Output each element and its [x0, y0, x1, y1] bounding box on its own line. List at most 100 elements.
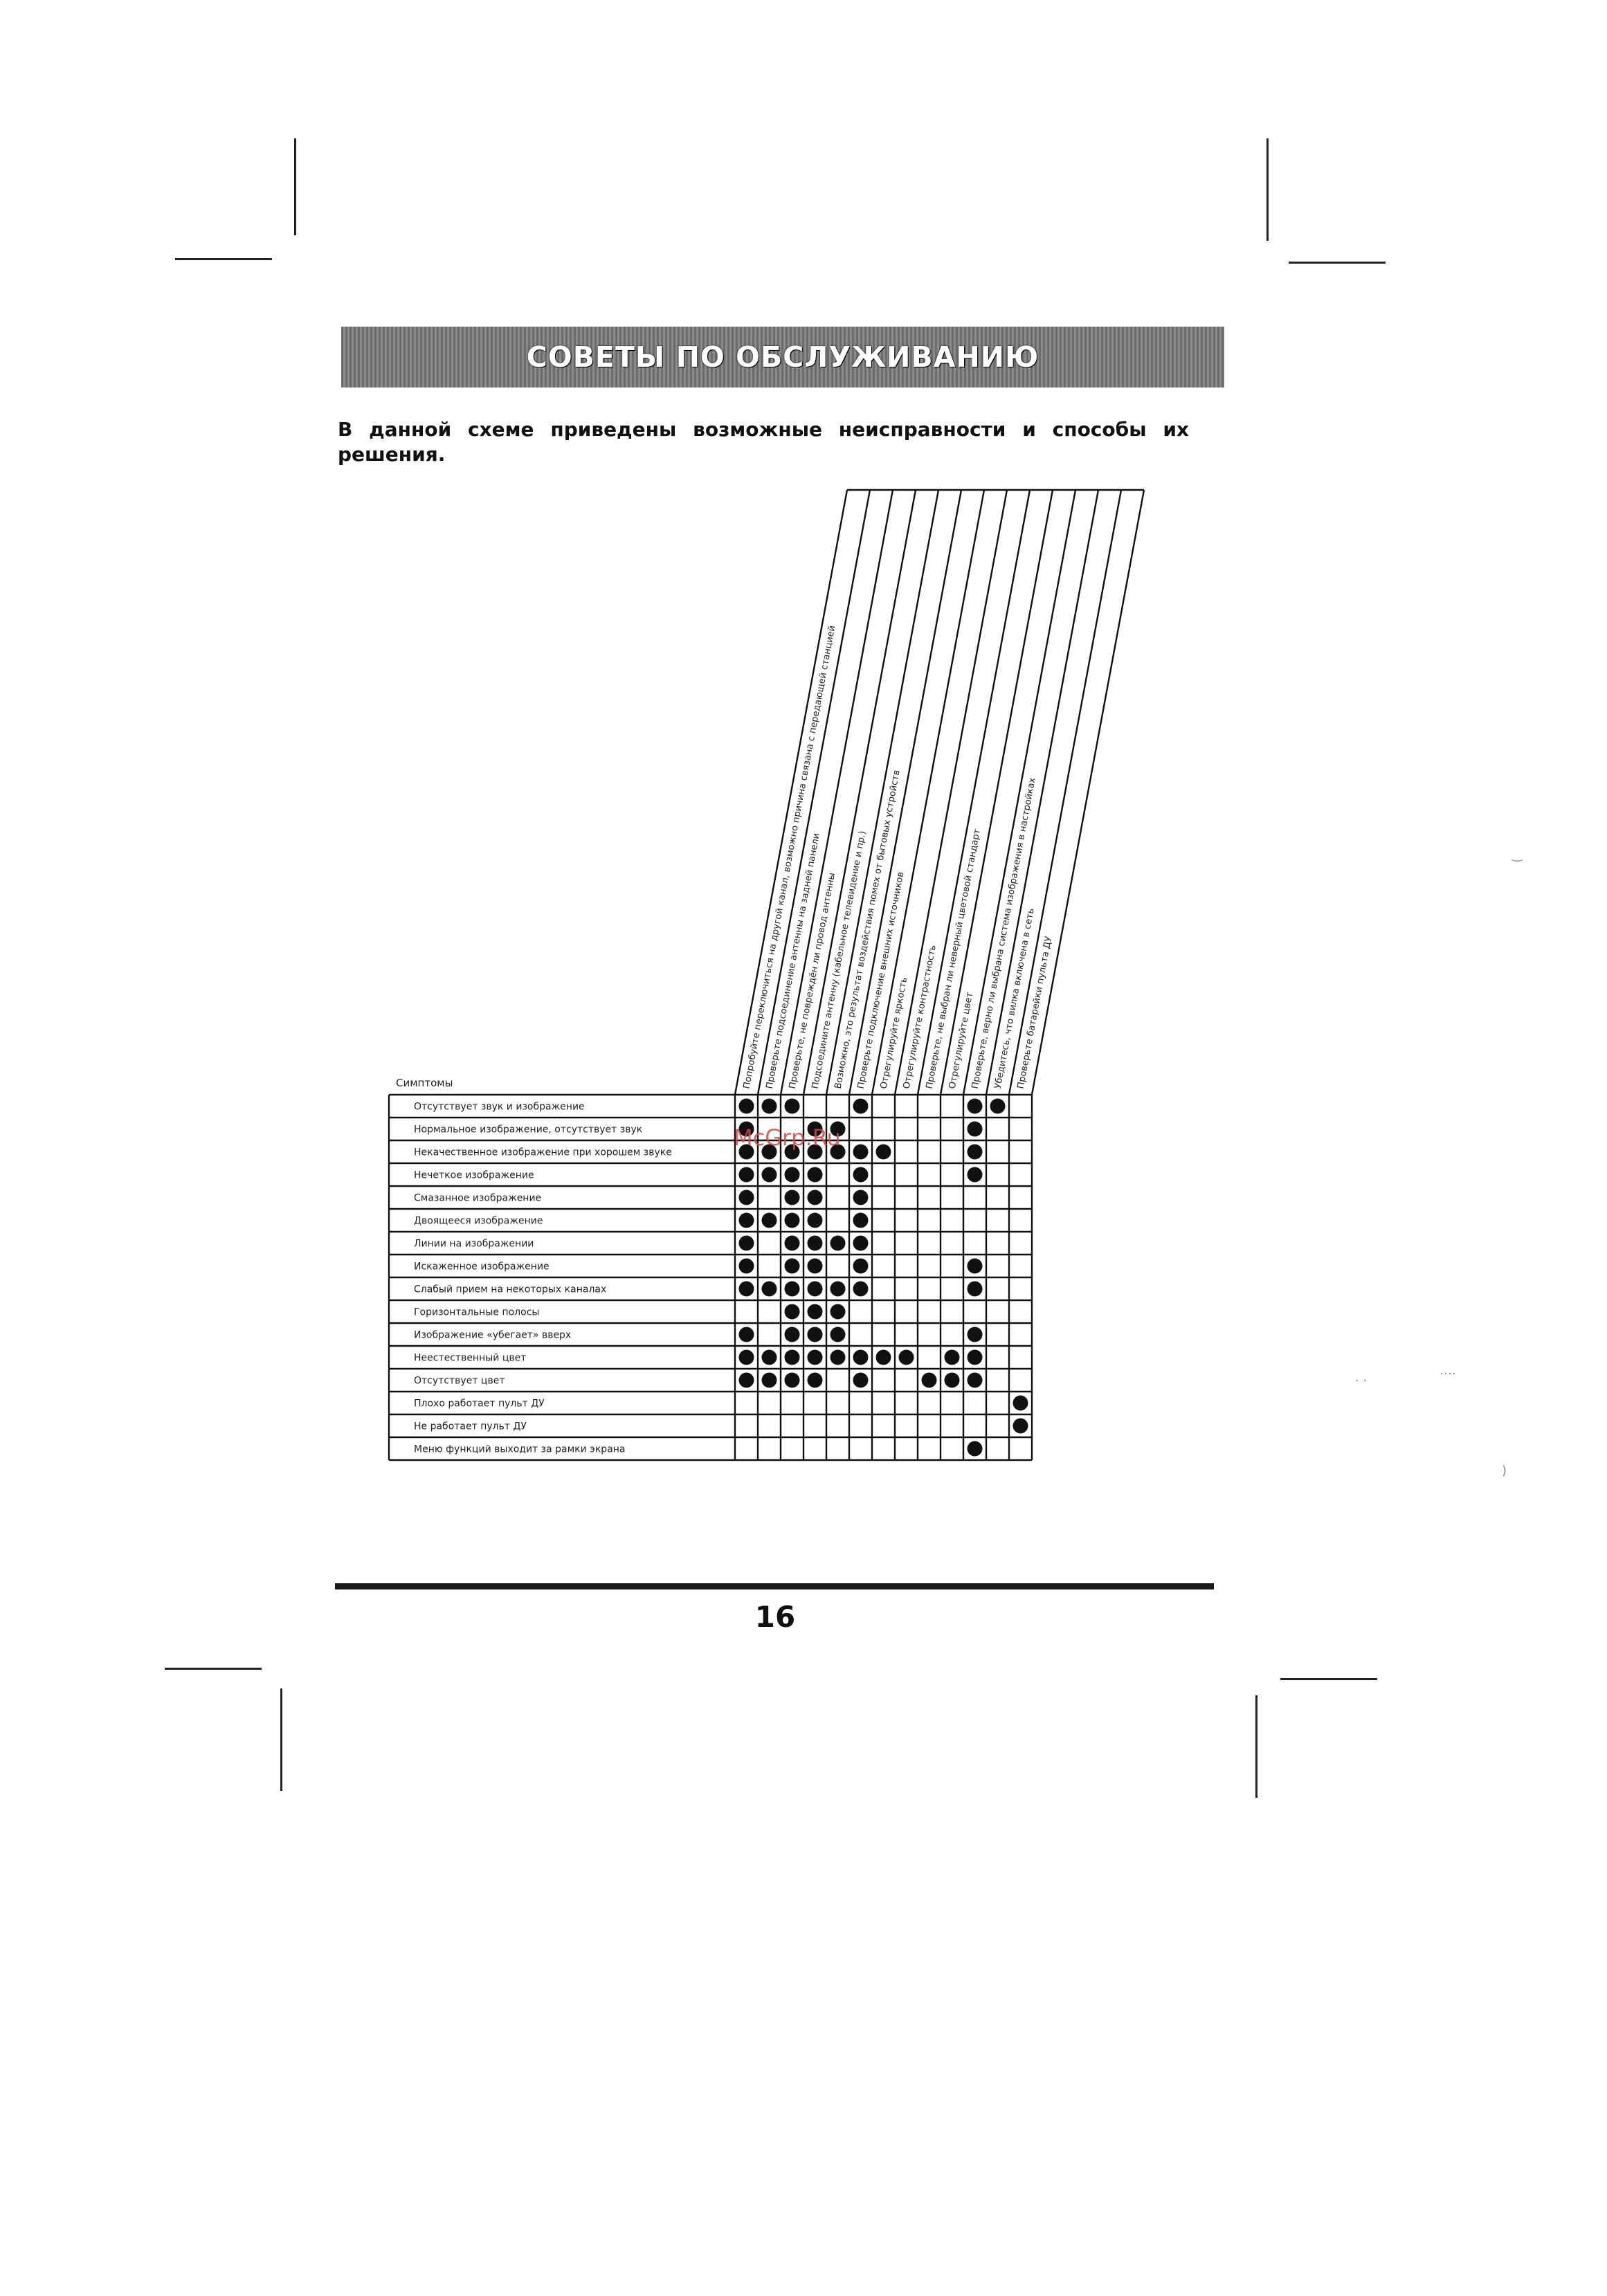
header-slant-line [848, 489, 963, 1095]
solution-mark-dot [898, 1349, 914, 1365]
solution-mark-dot [784, 1349, 800, 1365]
header-slant-line [825, 489, 940, 1095]
symptom-label: Некачественное изображение при хорошем з… [414, 1147, 672, 1158]
solution-mark-dot [967, 1281, 983, 1297]
solution-mark-dot [807, 1212, 823, 1228]
solution-mark-dot [738, 1349, 754, 1365]
symptoms-header: Симптомы [396, 1077, 453, 1089]
solution-mark-dot [807, 1349, 823, 1365]
symptom-label: Искаженное изображение [414, 1261, 550, 1273]
solution-mark-dot [830, 1235, 846, 1251]
crop-mark [1280, 1678, 1377, 1680]
header-slant-line [939, 489, 1054, 1095]
watermark: McGrp.Ru [734, 1124, 841, 1151]
solution-mark-dot [830, 1304, 846, 1320]
solution-mark-dot [830, 1121, 846, 1137]
solution-mark-dot [761, 1167, 777, 1183]
header-slant-line [802, 489, 917, 1095]
solution-mark-dot [875, 1144, 891, 1160]
solution-mark-dot [761, 1281, 777, 1297]
solution-mark-dot [853, 1349, 869, 1365]
crop-mark [280, 1688, 282, 1791]
crop-mark [175, 258, 272, 260]
solution-mark-dot [944, 1372, 960, 1388]
solution-mark-dot [1013, 1395, 1028, 1411]
page-number: 16 [754, 1600, 796, 1634]
solution-mark-dot [967, 1258, 983, 1274]
solution-mark-dot [738, 1121, 754, 1137]
solution-mark-dot [853, 1281, 869, 1297]
symptom-label: Нечеткое изображение [414, 1170, 534, 1181]
solution-mark-dot [784, 1144, 800, 1160]
solution-mark-dot [784, 1235, 800, 1251]
symptom-label: Линии на изображении [414, 1239, 534, 1250]
crop-mark [1289, 262, 1386, 264]
symptom-label: Неестественный цвет [414, 1353, 526, 1364]
solution-mark-dot [784, 1304, 800, 1320]
header-slant-line [871, 489, 986, 1095]
solution-mark-dot [807, 1258, 823, 1274]
symptom-label: Слабый прием на некоторых каналах [414, 1284, 606, 1295]
header-slant-line [893, 489, 1008, 1095]
solution-mark-dot [853, 1144, 869, 1160]
solution-mark-dot [807, 1281, 823, 1297]
header-slant-line [734, 489, 848, 1095]
solution-mark-dot [738, 1281, 754, 1297]
solution-mark-dot [967, 1372, 983, 1388]
symptom-label: Смазанное изображение [414, 1193, 541, 1204]
solution-mark-dot [784, 1212, 800, 1228]
solution-mark-dot [853, 1098, 869, 1114]
symptom-label: Горизонтальные полосы [414, 1307, 539, 1318]
solution-mark-dot [738, 1167, 754, 1183]
solution-mark-dot [830, 1281, 846, 1297]
symptom-label: Отсутствует звук и изображение [414, 1102, 585, 1113]
solution-mark-dot [761, 1372, 777, 1388]
solution-mark-dot [761, 1212, 777, 1228]
solution-mark-dot [807, 1327, 823, 1342]
crop-mark [165, 1668, 262, 1670]
solution-mark-dot [738, 1372, 754, 1388]
symptom-label: Двоящееся изображение [414, 1216, 543, 1227]
crop-mark [294, 138, 296, 235]
header-slant-line [985, 489, 1100, 1095]
solution-mark-dot [784, 1258, 800, 1274]
solution-mark-dot [830, 1327, 846, 1342]
solution-mark-dot [784, 1190, 800, 1205]
solution-mark-dot [807, 1167, 823, 1183]
solution-mark-dot [807, 1235, 823, 1251]
solution-mark-dot [853, 1190, 869, 1205]
solution-mark-dot [738, 1235, 754, 1251]
solution-mark-dot [967, 1144, 983, 1160]
solution-mark-dot [738, 1212, 754, 1228]
solution-mark-dot [784, 1327, 800, 1342]
footer-rule [335, 1583, 1214, 1589]
scan-speck: ) [1502, 1464, 1507, 1478]
solution-mark-dot [875, 1349, 891, 1365]
solution-mark-dot [853, 1258, 869, 1274]
solution-mark-dot [738, 1144, 754, 1160]
solution-mark-dot [761, 1098, 777, 1114]
solution-mark-dot [784, 1098, 800, 1114]
solution-mark-dot [853, 1235, 869, 1251]
solution-mark-dot [944, 1349, 960, 1365]
symptom-label: Плохо работает пульт ДУ [414, 1398, 545, 1410]
header-slant-line [962, 489, 1077, 1095]
symptom-label: Изображение «убегает» вверх [414, 1330, 571, 1341]
symptom-label: Отсутствует цвет [414, 1376, 505, 1387]
solution-mark-dot [967, 1327, 983, 1342]
solution-mark-dot [1013, 1418, 1028, 1434]
solution-mark-dot [921, 1372, 937, 1388]
solution-mark-dot [807, 1304, 823, 1320]
scan-speck: · · [1355, 1374, 1368, 1388]
solution-mark-dot [738, 1190, 754, 1205]
solution-mark-dot [967, 1121, 983, 1137]
solution-mark-dot [830, 1349, 846, 1365]
solution-mark-dot [967, 1098, 983, 1114]
solution-mark-dot [784, 1372, 800, 1388]
solution-mark-dot [807, 1144, 823, 1160]
symptom-label: Нормальное изображение, отсутствует звук [414, 1124, 642, 1136]
solution-mark-dot [967, 1441, 983, 1457]
header-slant-line [779, 489, 894, 1095]
solution-mark-dot [853, 1167, 869, 1183]
